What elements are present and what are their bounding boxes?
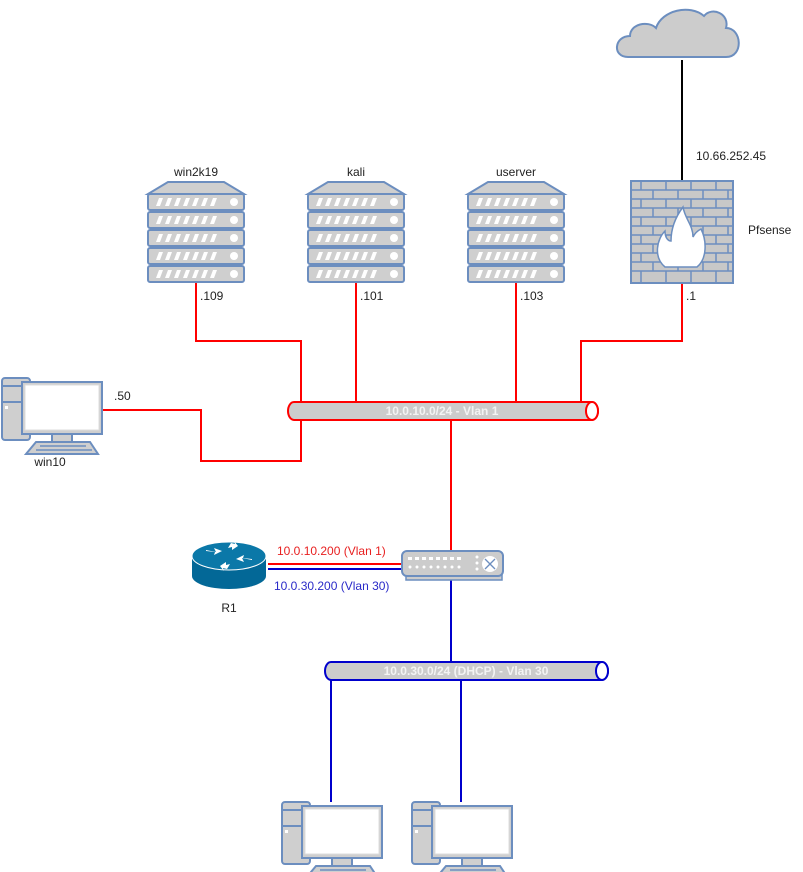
pc-icon [1,377,103,455]
pc-client-2[interactable] [411,801,513,872]
firewall-wan-ip: 10.66.252.45 [696,149,766,163]
server-win2k19[interactable]: win2k19 .109 [147,165,245,303]
link-win10 [101,409,302,462]
pc-win10[interactable]: win10 .50 [1,377,131,469]
pfsense-firewall-icon[interactable] [630,180,734,284]
vlan1-links [101,282,683,565]
pc-client-1[interactable] [281,801,383,872]
server-userver[interactable]: userver .103 [467,165,565,303]
pc-icon [411,801,513,872]
server-kali[interactable]: kali .101 [307,165,405,303]
pc-icon [281,801,383,872]
internet-cloud-icon[interactable] [616,8,740,58]
link-win2k19 [195,282,302,403]
router-ip-vlan30: 10.0.30.200 (Vlan 30) [274,579,389,593]
bus-vlan1[interactable]: 10.0.10.0/24 - Vlan 1 [287,401,599,421]
pc-name: win10 [33,455,66,469]
router-icon [191,541,267,589]
bus-vlan30[interactable]: 10.0.30.0/24 (DHCP) - Vlan 30 [324,661,609,681]
pc-ip: .50 [114,389,131,403]
bus-vlan1-label: 10.0.10.0/24 - Vlan 1 [386,404,499,418]
server-name: kali [347,165,365,179]
link-pfsense [580,282,683,403]
server-icon [147,181,245,283]
router-name: R1 [221,601,237,615]
server-name: userver [496,165,536,179]
server-name: win2k19 [173,165,218,179]
router-ip-vlan1: 10.0.10.200 (Vlan 1) [277,544,386,558]
server-icon [307,181,405,283]
server-ip: .109 [200,289,224,303]
bus-vlan30-label: 10.0.30.0/24 (DHCP) - Vlan 30 [384,664,549,678]
router-r1[interactable]: R1 10.0.10.200 (Vlan 1) 10.0.30.200 (Vla… [191,541,389,615]
server-icon [467,181,565,283]
firewall-name: Pfsense [748,223,792,237]
firewall-lan-ip: .1 [686,289,696,303]
switch-icon[interactable] [401,550,504,581]
server-ip: .101 [360,289,384,303]
server-ip: .103 [520,289,544,303]
vlan30-links [268,568,462,802]
